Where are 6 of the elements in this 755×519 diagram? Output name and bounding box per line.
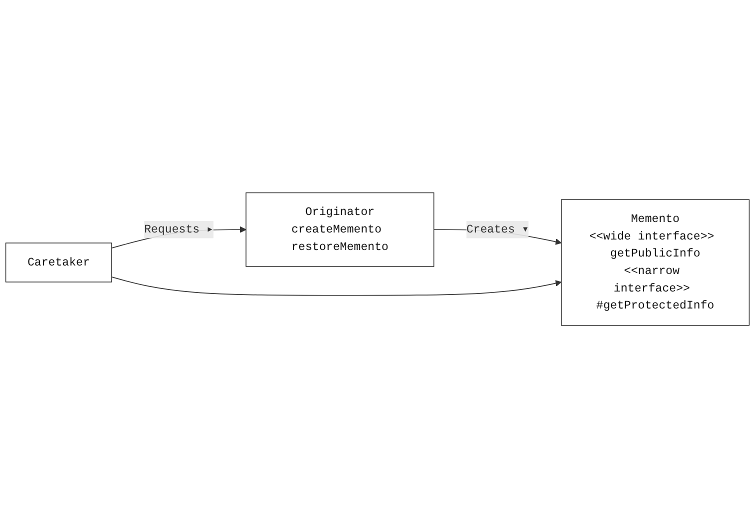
node-box: Caretaker bbox=[5, 243, 112, 283]
node-box: Memento <<wide interface>> getPublicInfo <<narrow interface>> #getProtectedInfo bbox=[560, 200, 750, 326]
node-box: Originator createMemento restoreMemento bbox=[246, 192, 434, 268]
edge-label: Creates ▾ bbox=[466, 224, 529, 237]
arrow bbox=[111, 276, 562, 296]
edge-label: Requests ▸ bbox=[144, 224, 214, 237]
